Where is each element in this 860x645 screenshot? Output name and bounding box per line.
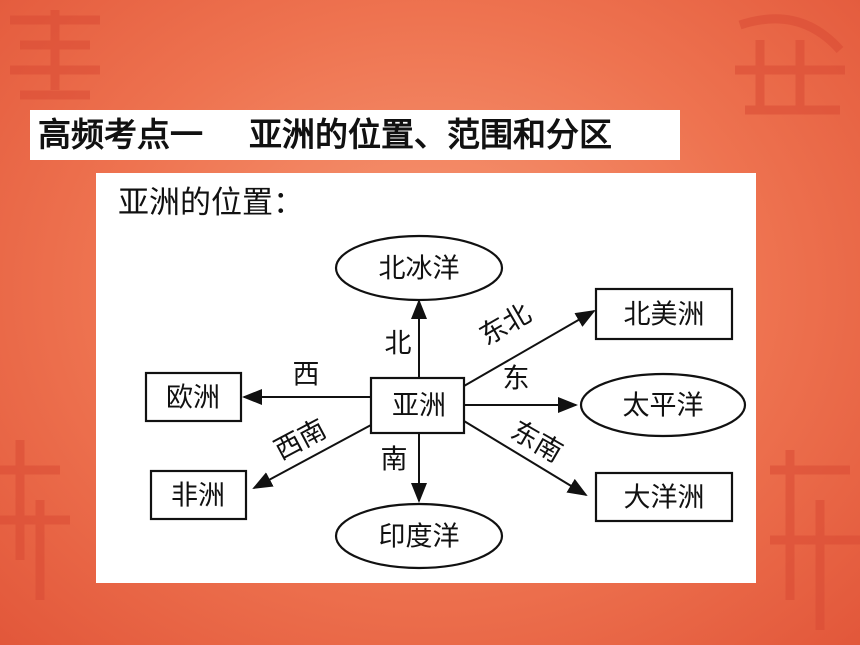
node-southwest-label: 非洲 <box>171 481 225 512</box>
node-south-ellipse <box>334 502 504 570</box>
section-title: 高频考点一 亚洲的位置、范围和分区 <box>30 110 680 160</box>
node-west-label: 欧洲 <box>166 383 220 414</box>
node-southeast-box <box>594 471 734 523</box>
node-east-ellipse <box>579 372 747 438</box>
node-southwest-box <box>149 469 248 521</box>
node-west-box <box>144 371 243 423</box>
direction-southwest-label: 西南 <box>269 414 331 467</box>
direction-southeast-label: 东南 <box>505 415 567 469</box>
node-southeast-label: 大洋洲 <box>624 483 705 514</box>
node-north-label: 北冰洋 <box>379 254 460 285</box>
asia-location-diagram: 亚洲 北冰洋 北美洲 太平洋 大洋洲 印度洋 非洲 欧洲 北 东北 东 东南 南… <box>144 234 747 570</box>
node-northeast-box <box>594 287 734 341</box>
diagram-subtitle: 亚洲的位置： <box>118 185 304 221</box>
direction-west-label: 西 <box>293 360 320 391</box>
node-east-label: 太平洋 <box>623 391 704 422</box>
direction-north-label: 北 <box>385 329 412 360</box>
direction-south-label: 南 <box>381 445 408 476</box>
arrow-southeast <box>463 420 588 497</box>
direction-east-label: 东 <box>503 364 530 395</box>
node-center-label: 亚洲 <box>392 391 446 422</box>
arrow-southwest <box>252 424 372 489</box>
node-south-label: 印度洋 <box>379 522 460 553</box>
node-center-box <box>369 376 466 435</box>
node-north-ellipse <box>334 234 504 302</box>
diagram-panel: 亚洲的位置： 亚洲 北冰洋 <box>96 173 756 583</box>
node-northeast-label: 北美洲 <box>624 300 705 331</box>
arrow-northeast <box>463 310 596 387</box>
direction-northeast-label: 东北 <box>474 298 536 352</box>
